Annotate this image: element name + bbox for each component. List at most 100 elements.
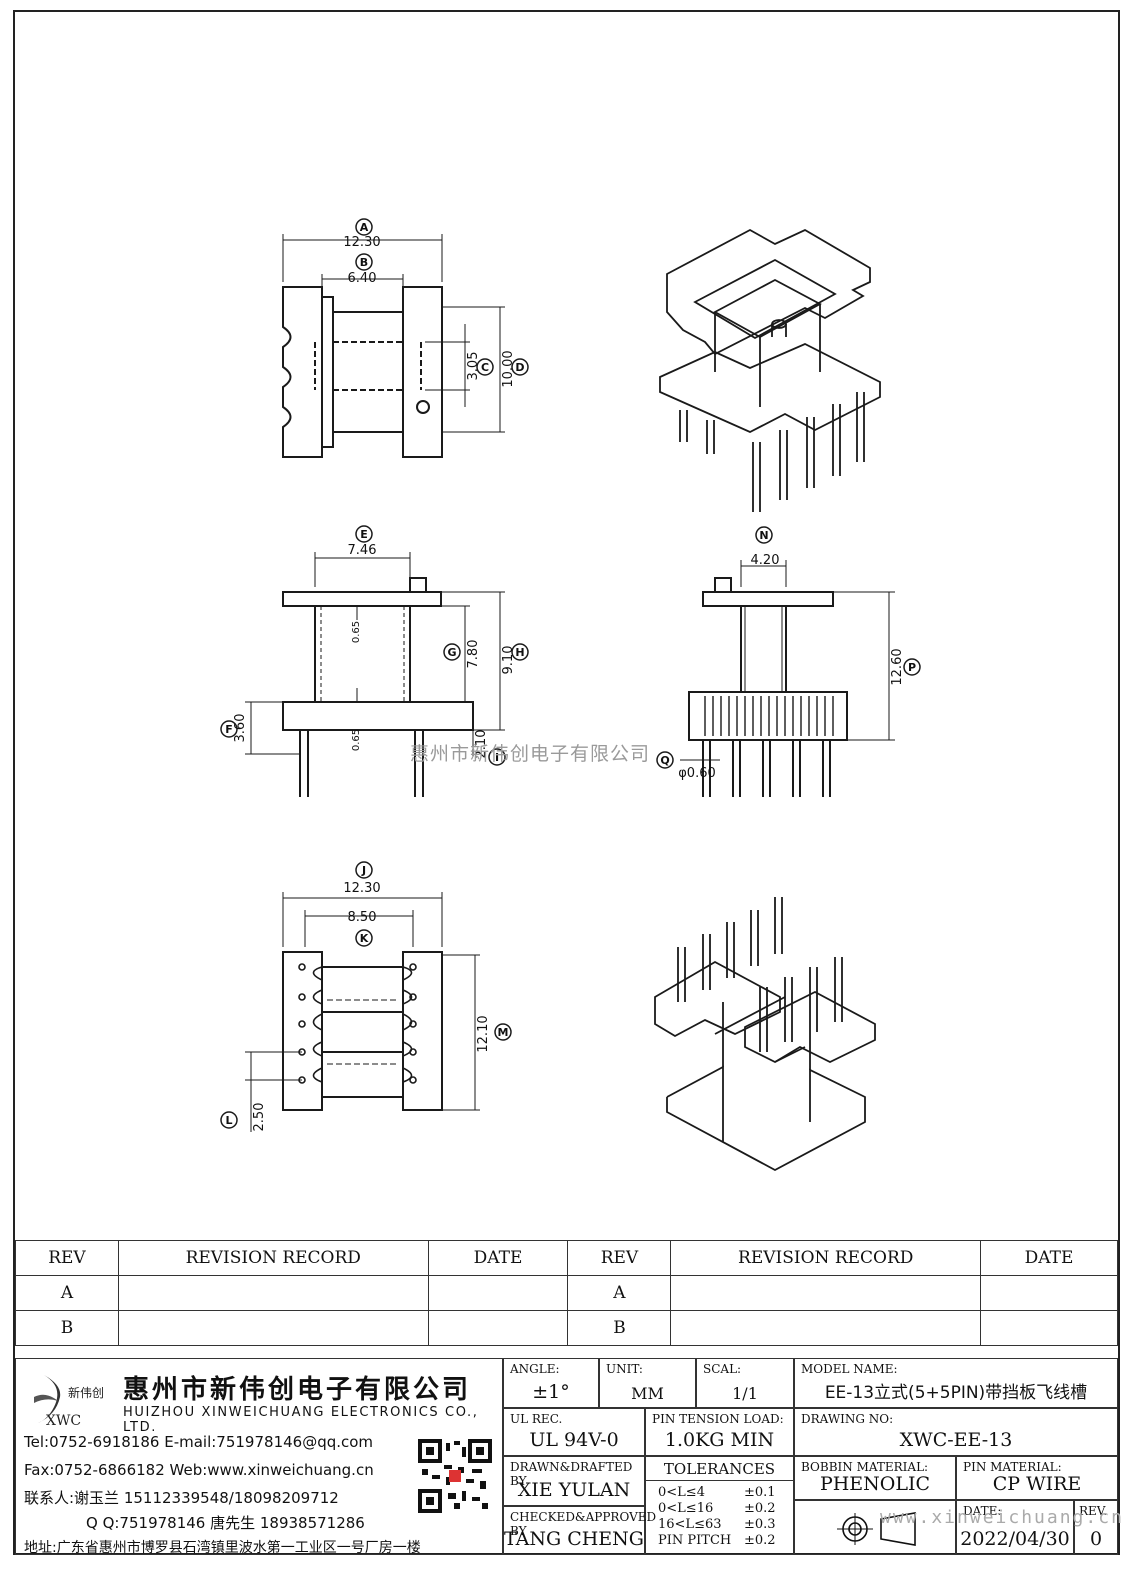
- date-label: DATE:: [963, 1504, 1002, 1518]
- date-header: DATE: [427, 1240, 569, 1276]
- ul-rec-cell: UL REC. UL 94V-0: [503, 1408, 645, 1456]
- drawing-no-label: DRAWING NO:: [801, 1412, 894, 1426]
- svg-text:12.30: 12.30: [343, 881, 380, 896]
- svg-text:J: J: [361, 864, 366, 877]
- tolerance-values: ±0.1 ±0.2 ±0.3 ±0.2: [744, 1485, 776, 1549]
- svg-text:I: I: [495, 751, 499, 764]
- svg-text:G: G: [447, 646, 456, 659]
- svg-text:4.20: 4.20: [751, 553, 780, 568]
- unit-cell: UNIT: MM: [599, 1358, 696, 1408]
- projection-symbol-icon: [837, 1512, 916, 1546]
- drawing-no-cell: DRAWING NO: XWC-EE-13: [794, 1408, 1118, 1456]
- company-block: 新伟创 XWC 惠州市新伟创电子有限公司 HUIZHOU XINWEICHUAN…: [15, 1358, 503, 1556]
- angle-label: ANGLE:: [510, 1362, 560, 1376]
- svg-text:12.60: 12.60: [890, 648, 905, 685]
- rev-cell: A: [567, 1275, 672, 1311]
- company-fax: Fax:0752-6866182 Web:www.xinweichuang.cn: [24, 1461, 374, 1479]
- watermark-company: 惠州市新伟创电子有限公司: [410, 743, 651, 765]
- date-header: DATE: [980, 1240, 1118, 1276]
- svg-text:12.10: 12.10: [476, 1015, 491, 1052]
- record-cell: [670, 1275, 982, 1311]
- svg-text:F: F: [225, 723, 233, 736]
- record-cell: [117, 1310, 429, 1346]
- record-cell: [670, 1310, 982, 1346]
- pin-tension-label: PIN TENSION LOAD:: [652, 1412, 784, 1426]
- company-logo-icon: 新伟创 XWC: [34, 1375, 104, 1429]
- tol-value: ±0.3: [744, 1517, 776, 1532]
- tol-range: 0<L≤4: [658, 1485, 705, 1500]
- tol-range: 16<L≤63: [658, 1517, 722, 1532]
- pin-material-cell: PIN MATERIAL: CP WIRE: [956, 1456, 1118, 1500]
- projection-symbol-cell: [794, 1500, 956, 1555]
- date-cell: [427, 1310, 569, 1346]
- isometric-view-bottom: [654, 897, 876, 1172]
- company-address: 地址:广东省惠州市博罗县石湾镇里波水第一工业区一号厂房一楼: [24, 1540, 421, 1556]
- svg-text:7.80: 7.80: [466, 640, 481, 669]
- record-cell: [117, 1275, 429, 1311]
- date-cell: [980, 1310, 1118, 1346]
- table-row: B B: [15, 1310, 1118, 1346]
- drawing-no-value: XWC-EE-13: [899, 1429, 1013, 1451]
- date-cell: [980, 1275, 1118, 1311]
- company-name-cn: 惠州市新伟创电子有限公司: [123, 1375, 472, 1405]
- model-name-value: EE-13立式(5+5PIN)带挡板飞线槽: [824, 1383, 1088, 1403]
- svg-text:3.05: 3.05: [466, 352, 481, 381]
- rev-value: 0: [1089, 1528, 1103, 1550]
- rev-header: REV: [15, 1240, 119, 1276]
- unit-value: MM: [631, 1384, 664, 1403]
- rev-cell: B: [567, 1310, 672, 1346]
- date-value: 2022/04/30: [960, 1528, 1070, 1550]
- date-cell: [427, 1275, 569, 1311]
- bottom-view: [245, 892, 480, 1132]
- svg-text:K: K: [360, 932, 369, 945]
- watermark-url: www.xinweichuang.cn: [880, 1507, 1124, 1528]
- dimension-labels: [220, 218, 921, 1129]
- top-view: [282, 234, 505, 458]
- rev-cell: B: [15, 1310, 119, 1346]
- svg-text:10.00: 10.00: [501, 350, 516, 387]
- revision-record-header: REVISION RECORD: [670, 1240, 982, 1276]
- svg-text:新伟创: 新伟创: [68, 1385, 104, 1400]
- dimension-values: 12.30 6.40 3.05 10.00 7.46 3.60 7.80 9.1…: [233, 235, 905, 1131]
- date-cell: DATE: 2022/04/30: [956, 1500, 1074, 1555]
- svg-text:D: D: [515, 361, 524, 374]
- checked-by-cell: CHECKED&APPROVED BY TANG CHENG: [503, 1506, 656, 1555]
- drawn-by-cell: DRAWN&DRAFTED BY XIE YULAN: [503, 1456, 645, 1506]
- model-name-cell: MODEL NAME: EE-13立式(5+5PIN)带挡板飞线槽: [794, 1358, 1118, 1408]
- bobbin-material-value: PHENOLIC: [819, 1473, 931, 1495]
- revision-table: REV REVISION RECORD DATE REV REVISION RE…: [15, 1240, 1118, 1346]
- svg-text:N: N: [759, 529, 768, 542]
- svg-text:B: B: [360, 256, 368, 269]
- bobbin-material-cell: BOBBIN MATERIAL: PHENOLIC: [794, 1456, 956, 1500]
- svg-text:6.40: 6.40: [348, 271, 377, 286]
- tol-value: ±0.2: [744, 1533, 776, 1548]
- svg-text:7.46: 7.46: [348, 543, 377, 558]
- company-tel: Tel:0752-6918186 E-mail:751978146@qq.com: [24, 1433, 374, 1451]
- tol-range: PIN PITCH: [658, 1533, 732, 1548]
- checked-by-value: TANG CHENG: [504, 1528, 644, 1550]
- rev-cell: A: [15, 1275, 119, 1311]
- svg-text:XWC: XWC: [46, 1413, 81, 1429]
- svg-text:2.50: 2.50: [252, 1103, 267, 1132]
- tol-value: ±0.2: [744, 1501, 776, 1516]
- company-contact: 联系人:谢玉兰 15112339548/18098209712: [24, 1489, 339, 1507]
- scale-cell: SCAL: 1/1: [696, 1358, 794, 1408]
- tol-value: ±0.1: [744, 1485, 776, 1500]
- scale-value: 1/1: [732, 1384, 758, 1403]
- svg-text:0.65: 0.65: [351, 621, 362, 643]
- svg-text:12.30: 12.30: [343, 235, 380, 250]
- svg-text:Q: Q: [660, 754, 669, 767]
- svg-text:0.65: 0.65: [351, 729, 362, 751]
- unit-label: UNIT:: [606, 1362, 643, 1376]
- side-view: [680, 560, 895, 797]
- tolerance-ranges: 0<L≤4 0<L≤16 16<L≤63 PIN PITCH: [658, 1485, 731, 1549]
- drawn-by-label: DRAWN&DRAFTED BY: [510, 1460, 633, 1488]
- pin-material-label: PIN MATERIAL:: [963, 1460, 1062, 1474]
- revision-header-row: REV REVISION RECORD DATE REV REVISION RE…: [15, 1240, 1118, 1276]
- company-name-en: HUIZHOU XINWEICHUANG ELECTRONICS CO., LT…: [123, 1405, 479, 1435]
- tolerances-cell: TOLERANCES 0<L≤4 0<L≤16 16<L≤63 PIN PITC…: [645, 1456, 794, 1555]
- dimension-label-text: A B C D E F G H I N P Q J K M L: [225, 221, 916, 1127]
- checked-by-label: CHECKED&APPROVED BY: [510, 1510, 657, 1538]
- bobbin-material-label: BOBBIN MATERIAL:: [801, 1460, 929, 1474]
- pin-material-value: CP WIRE: [992, 1473, 1082, 1495]
